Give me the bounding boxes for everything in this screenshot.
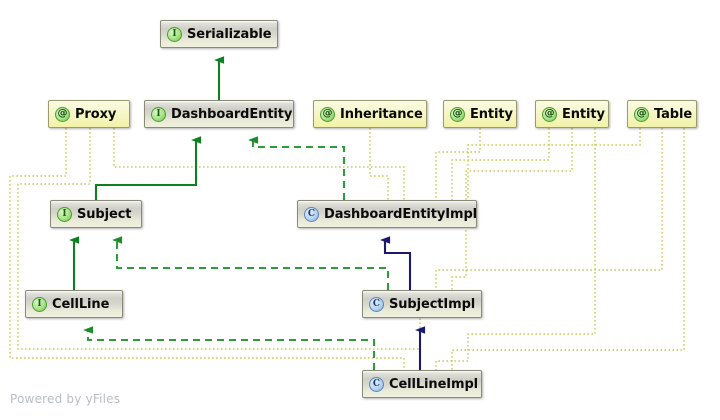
class-icon: C	[369, 376, 384, 392]
node-serializable[interactable]: I Serializable	[160, 20, 278, 48]
node-subjectimpl[interactable]: C SubjectImpl	[362, 290, 482, 318]
node-cellline[interactable]: I CellLine	[25, 290, 123, 318]
interface-icon: I	[151, 106, 166, 122]
class-icon: C	[304, 206, 319, 222]
extends-edge-subject-dashboardentity	[94, 136, 202, 200]
annotation-edge-table-dashboardentityimpl	[467, 128, 641, 200]
node-label: Serializable	[187, 26, 272, 42]
annotation-icon: @	[542, 106, 557, 122]
node-label: SubjectImpl	[389, 296, 476, 312]
node-label: CellLineImpl	[389, 376, 479, 392]
annotation-edge-proxy-dashboardentityimpl	[113, 128, 405, 200]
node-label: CellLine	[52, 296, 110, 312]
node-label: Proxy	[75, 106, 117, 122]
node-proxy[interactable]: @ Proxy	[48, 100, 130, 128]
node-label: DashboardEntityImpl	[324, 206, 478, 222]
implements-edge-dashboardentityimpl-dashboardentity	[248, 136, 346, 200]
annotation-icon: @	[320, 106, 335, 122]
annotation-edge-proxy-celllineimpl	[9, 128, 405, 370]
node-entity-1[interactable]: @ Entity	[443, 100, 517, 128]
annotation-edge-group	[9, 128, 685, 370]
implements-edge-subjectimpl-subject	[112, 236, 390, 290]
node-subject[interactable]: I Subject	[50, 200, 142, 228]
annotation-icon: @	[450, 106, 465, 122]
implements-edge-group	[83, 136, 390, 370]
interface-icon: I	[167, 26, 182, 42]
node-dashboardentityimpl[interactable]: C DashboardEntityImpl	[297, 200, 477, 228]
node-label: Subject	[77, 206, 132, 222]
class-icon: C	[369, 296, 384, 312]
interface-icon: I	[32, 296, 47, 312]
node-label: Table	[654, 106, 693, 122]
annotation-edge-table-celllineimpl	[451, 128, 685, 370]
node-label: DashboardEntity	[171, 106, 293, 122]
node-label: Inheritance	[340, 106, 423, 122]
annotation-edge-entity2-dashboardentityimpl	[451, 128, 550, 200]
node-entity-2[interactable]: @ Entity	[535, 100, 609, 128]
class-extends-edge-subjectimpl-dashboardentityimpl	[380, 236, 412, 290]
interface-icon: I	[57, 206, 72, 222]
node-label: Entity	[470, 106, 513, 122]
node-table[interactable]: @ Table	[627, 100, 697, 128]
yfiles-watermark: Powered by yFiles	[10, 392, 121, 406]
implements-edge-celllineimpl-cellline	[83, 326, 376, 370]
annotation-icon: @	[55, 106, 70, 122]
annotation-edge-entity1-dashboardentityimpl	[435, 128, 481, 200]
annotation-icon: @	[634, 106, 649, 122]
extends-edge-group	[69, 56, 225, 290]
node-dashboardentity[interactable]: I DashboardEntity	[144, 100, 294, 128]
node-label: Entity	[562, 106, 605, 122]
annotation-edge-inheritance-dashboardentityimpl	[369, 128, 389, 200]
annotation-edge-entity2-celllineimpl	[435, 128, 596, 370]
node-inheritance[interactable]: @ Inheritance	[313, 100, 427, 128]
node-celllineimpl[interactable]: C CellLineImpl	[362, 370, 482, 398]
